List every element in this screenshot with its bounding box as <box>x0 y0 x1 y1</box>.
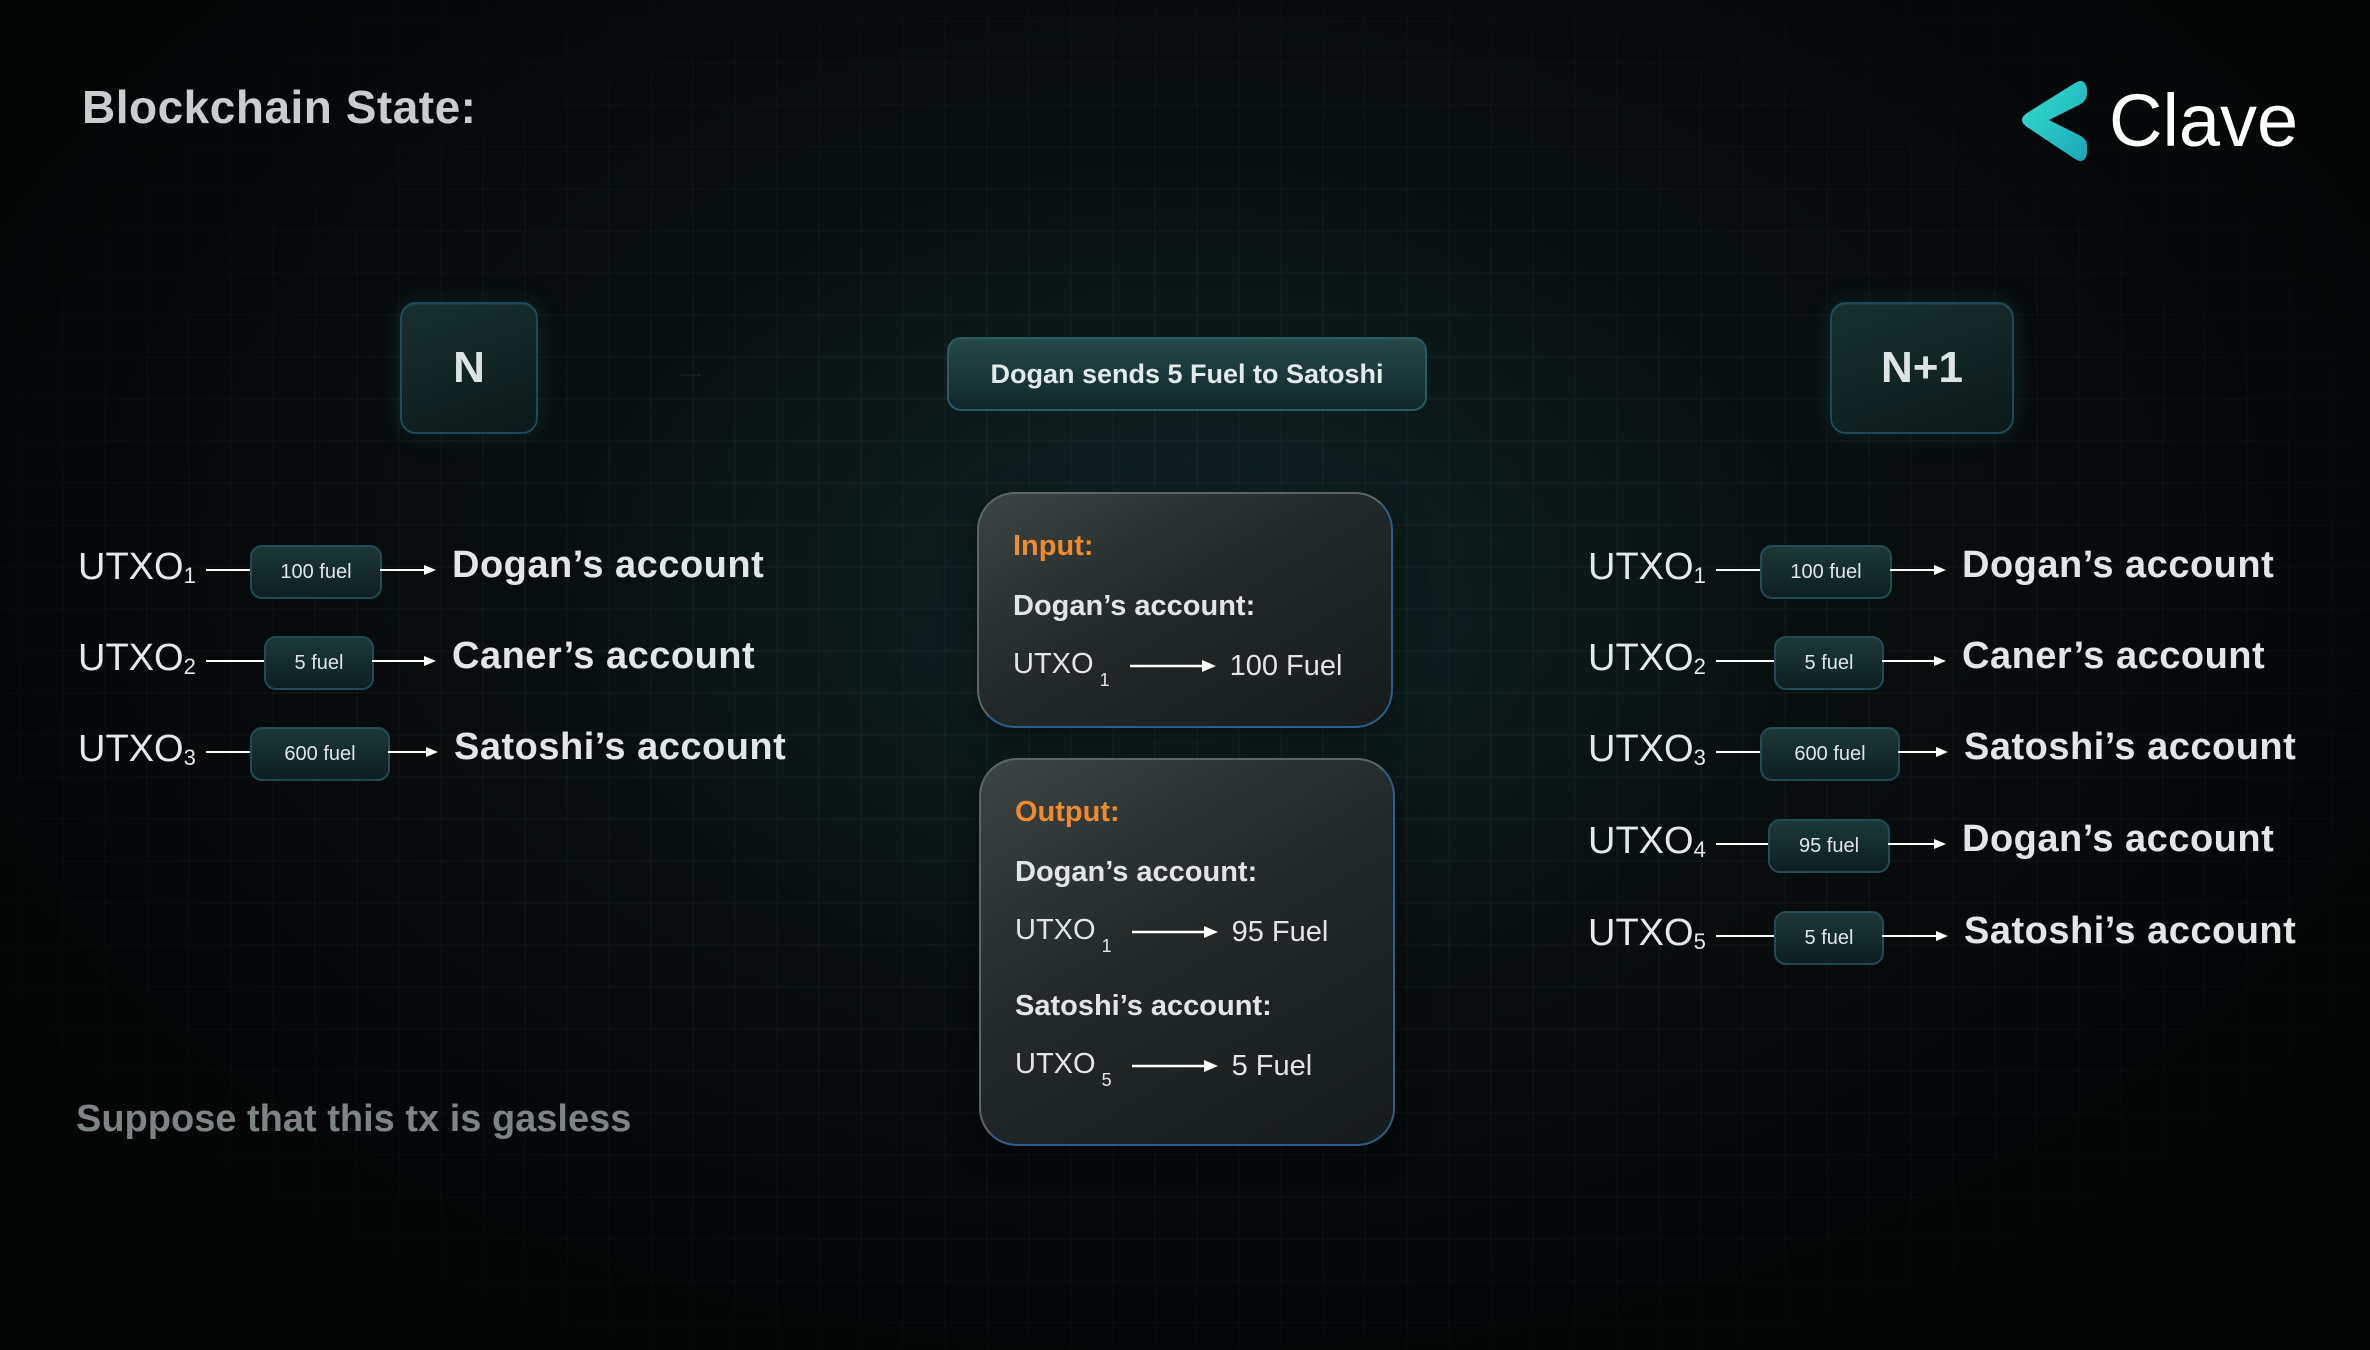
connector-line <box>1716 751 1760 753</box>
arrow-icon <box>372 656 436 666</box>
arrow-icon <box>1882 931 1948 941</box>
fuel-pill: 100 fuel <box>250 545 382 599</box>
arrow-icon <box>1882 656 1946 666</box>
utxo-row: UTXO5 5 fuel Satoshi’s account <box>1588 906 2348 966</box>
utxo-row: UTXO1 100 fuel Dogan’s account <box>78 540 838 600</box>
connector-line <box>206 660 264 662</box>
connector-line <box>206 751 250 753</box>
output-account: Dogan’s account: <box>1015 856 1258 888</box>
arrow-icon <box>1129 660 1216 673</box>
utxo-label: UTXO2 <box>78 637 196 679</box>
arrow-icon <box>1131 1060 1218 1073</box>
arrow-icon <box>1898 747 1948 757</box>
arrow-icon <box>380 565 436 575</box>
fuel-pill: 600 fuel <box>250 727 390 781</box>
connector-line <box>1716 569 1760 571</box>
output-title: Output: <box>1015 796 1120 828</box>
utxo-row: UTXO3 600 fuel Satoshi’s account <box>78 722 838 782</box>
arrow-icon <box>388 747 438 757</box>
account-label: Dogan’s account <box>1962 818 2275 860</box>
utxo-row: UTXO2 5 fuel Caner’s account <box>78 631 838 691</box>
utxo-label: UTXO2 <box>1588 637 1706 679</box>
fuel-value: 100 Fuel <box>1229 649 1343 682</box>
fuel-pill: 100 fuel <box>1760 545 1892 599</box>
fuel-pill: 5 fuel <box>1774 636 1884 690</box>
page-title: Blockchain State: <box>82 81 477 133</box>
utxo-label: UTXO3 <box>78 728 196 770</box>
fuel-pill: 5 fuel <box>264 636 374 690</box>
utxo-label: UTXO5 <box>1588 912 1706 954</box>
account-label: Dogan’s account <box>452 544 765 586</box>
output-account: Satoshi’s account: <box>1015 990 1272 1022</box>
arrow-icon <box>1890 565 1946 575</box>
utxo-label: UTXO1 <box>1588 546 1706 588</box>
footnote: Suppose that this tx is gasless <box>76 1098 632 1140</box>
input-title: Input: <box>1013 530 1094 562</box>
brand-logo: Clave <box>2015 78 2298 163</box>
utxo-row: UTXO4 95 fuel Dogan’s account <box>1588 814 2348 874</box>
connector-line <box>1716 660 1774 662</box>
fuel-value: 5 Fuel <box>1231 1049 1313 1082</box>
fuel-value: 95 Fuel <box>1231 915 1329 948</box>
utxo-label: UTXO4 <box>1588 820 1706 862</box>
connector-line <box>206 569 250 571</box>
utxo-label: UTXO3 <box>1588 728 1706 770</box>
transition-arrow <box>680 374 700 376</box>
arrow-icon <box>1131 926 1218 939</box>
account-label: Caner’s account <box>1962 635 2266 677</box>
fuel-pill: 95 fuel <box>1768 819 1890 873</box>
account-label: Satoshi’s account <box>1964 726 2297 768</box>
account-label: Satoshi’s account <box>454 726 787 768</box>
transaction-label: Dogan sends 5 Fuel to Satoshi <box>947 337 1427 411</box>
utxo-row: UTXO1 100 fuel Dogan’s account <box>1588 540 2348 600</box>
clave-logo-icon <box>2022 80 2087 161</box>
utxo-row: UTXO3 600 fuel Satoshi’s account <box>1588 722 2348 782</box>
fuel-pill: 5 fuel <box>1774 911 1884 965</box>
arrow-icon <box>1888 839 1946 849</box>
block-n: N <box>400 302 538 434</box>
block-n-plus-1: N+1 <box>1830 302 2014 434</box>
account-label: Satoshi’s account <box>1964 910 2297 952</box>
utxo-label: UTXO1 <box>78 546 196 588</box>
account-label: Caner’s account <box>452 635 756 677</box>
connector-line <box>1716 935 1774 937</box>
account-label: Dogan’s account <box>1962 544 2275 586</box>
brand-name: Clave <box>2109 79 2299 162</box>
input-account: Dogan’s account: <box>1013 590 1256 622</box>
utxo-row: UTXO2 5 fuel Caner’s account <box>1588 631 2348 691</box>
connector-line <box>1716 843 1768 845</box>
fuel-pill: 600 fuel <box>1760 727 1900 781</box>
